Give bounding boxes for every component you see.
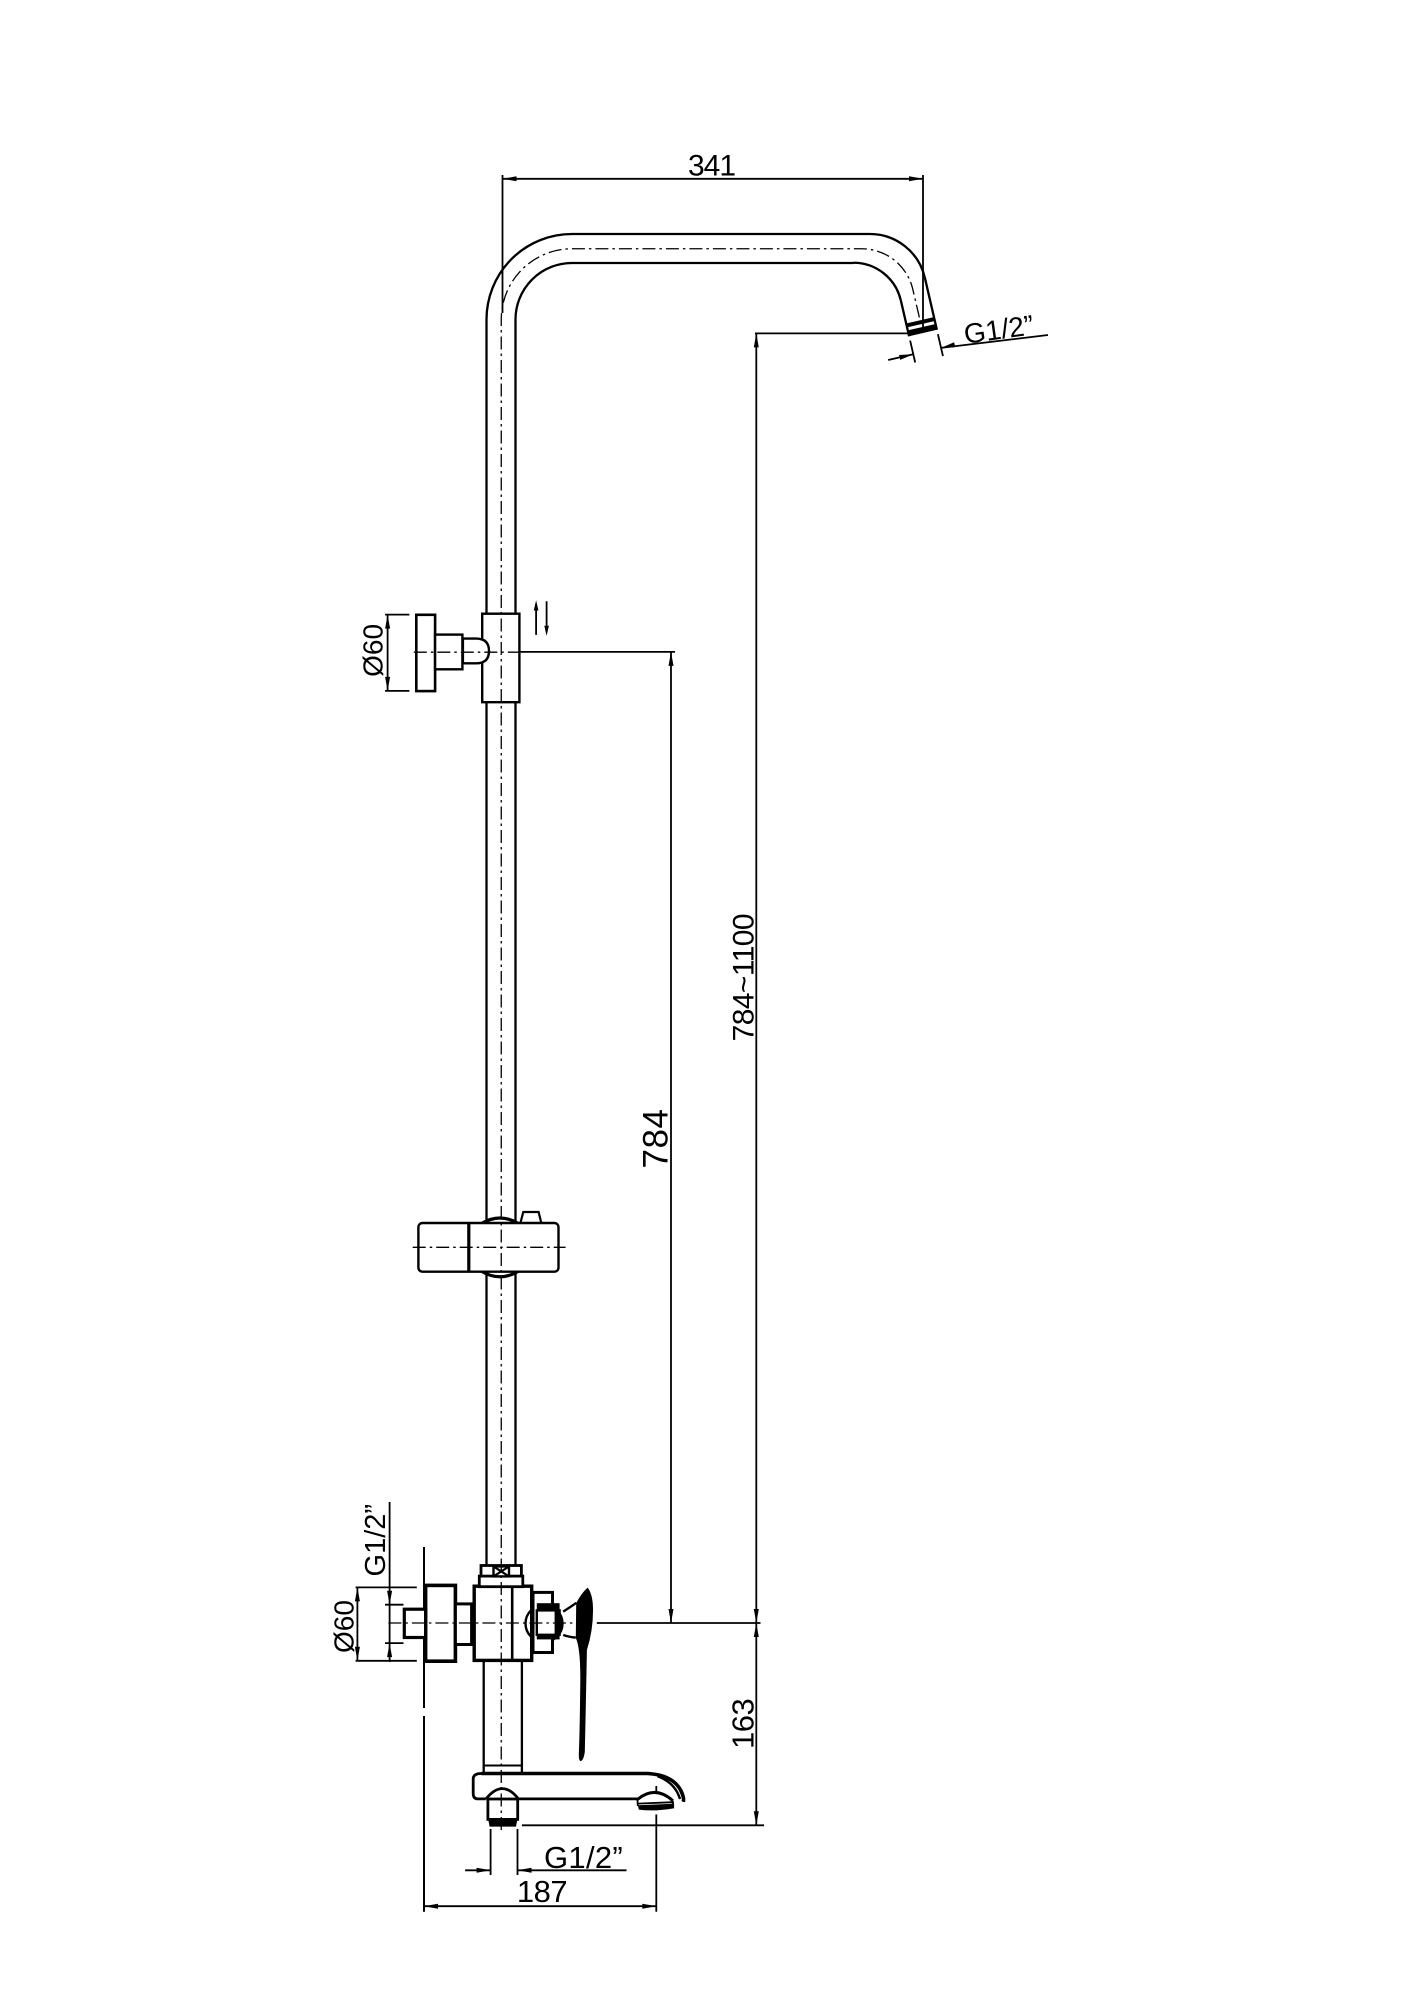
svg-text:G1/2”: G1/2”: [360, 1504, 392, 1577]
svg-text:G1/2”: G1/2”: [544, 1840, 623, 1875]
svg-text:163: 163: [725, 1699, 760, 1749]
svg-text:784~1100: 784~1100: [727, 914, 760, 1041]
svg-text:784: 784: [636, 1109, 675, 1169]
svg-text:341: 341: [688, 150, 735, 183]
svg-text:187: 187: [517, 1874, 567, 1909]
svg-text:Ø60: Ø60: [328, 1600, 359, 1653]
svg-text:Ø60: Ø60: [358, 624, 389, 677]
